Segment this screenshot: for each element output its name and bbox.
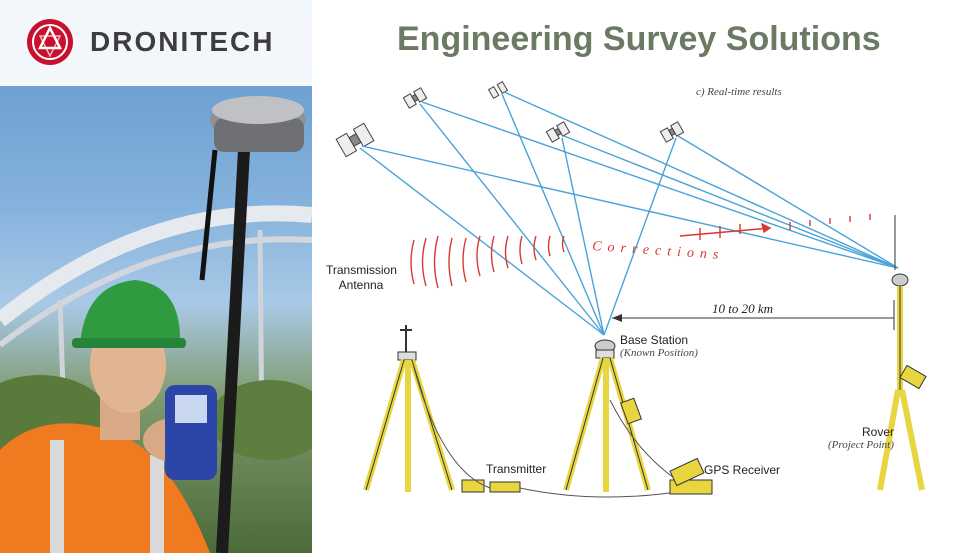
base-station-label: Base Station (620, 333, 689, 347)
rover-tripod (877, 273, 927, 491)
surveyor-photo: DRONITECH (0, 0, 312, 553)
base-station-sub: (Known Position) (620, 347, 698, 359)
data-cable (519, 487, 691, 498)
transmission-antenna-label: Transmission Antenna (326, 263, 397, 292)
gps-receiver-label: GPS Receiver (704, 463, 781, 477)
brand-name: DRONITECH (90, 26, 275, 57)
dronitech-logo-icon (27, 19, 73, 65)
transmission-tripod (363, 325, 455, 492)
base-station-tripod (563, 339, 651, 492)
corrections-text: Corrections (592, 239, 725, 263)
transmitter-unit (489, 481, 521, 493)
distance-label: 10 to 20 km (712, 301, 774, 316)
rover-sub: (Project Point) (828, 439, 894, 451)
gps-receiver-unit (669, 457, 713, 495)
transmitter-battery (461, 479, 485, 493)
satellite-signal-lines (359, 91, 899, 336)
rover-label: Rover (862, 425, 895, 439)
diagram-caption: c) Real-time results (696, 86, 782, 98)
transmitter-label: Transmitter (486, 462, 547, 476)
page-title: Engineering Survey Solutions (397, 20, 881, 58)
logo-banner: DRONITECH (0, 0, 312, 86)
surveyor-illustration (0, 96, 312, 553)
rtk-survey-diagram: Corrections (335, 80, 927, 498)
corrections-waves (410, 214, 871, 289)
satellite-icon (335, 80, 685, 158)
